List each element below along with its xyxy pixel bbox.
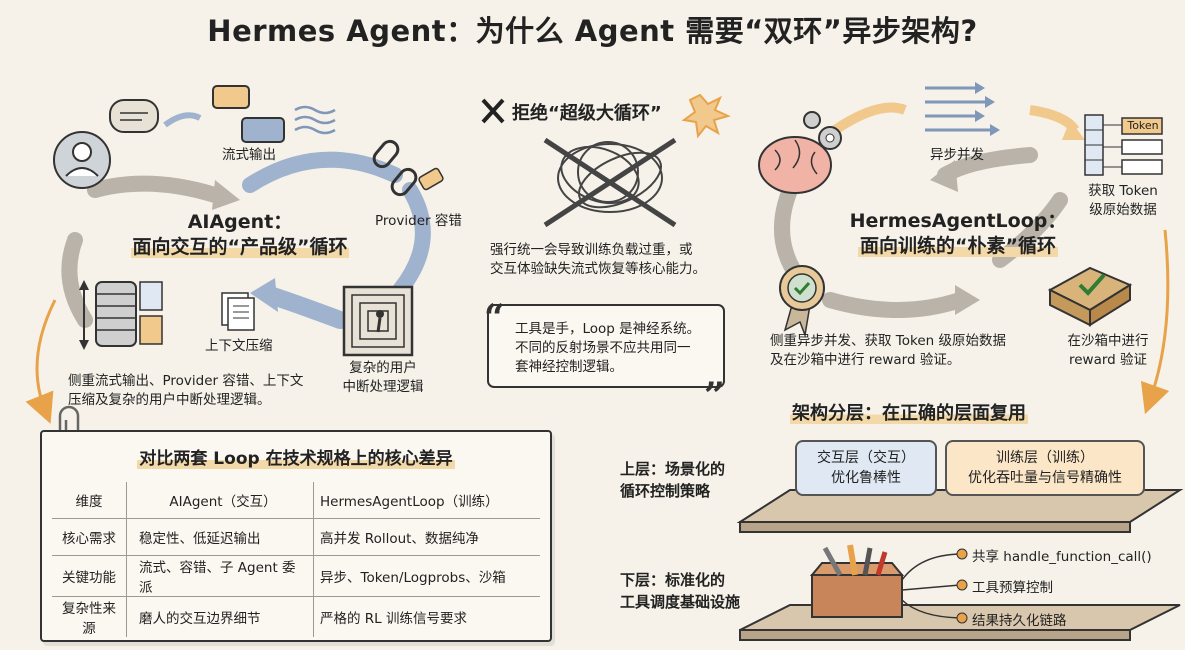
interaction-layer-box: 交互层（交互） 优化鲁棒性 <box>795 440 937 496</box>
lower-layer-label: 下层：标准化的 工具调度基础设施 <box>620 571 741 611</box>
table-cell: 维度 <box>75 494 103 510</box>
quote-text: 工具是手，Loop 是神经系统。 不同的反射场景不应共用同一 套神经控制逻辑。 <box>515 321 701 375</box>
table-row: 关键功能 流式、容错、子 Agent 委派 异步、Token/Logprobs、… <box>52 555 540 597</box>
page-title: Hermes Agent：为什么 Agent 需要“双环”异步架构? <box>207 14 978 48</box>
table-cell: 严格的 RL 训练信号要求 <box>313 596 540 637</box>
left-loop-description: 侧重流式输出、Provider 容错、上下文 压缩及复杂的用户中断处理逻辑。 <box>68 373 304 408</box>
streaming-chat-icon <box>163 85 336 143</box>
spring-compress-icon <box>79 280 163 350</box>
streaming-label: 流式输出 <box>222 147 276 163</box>
right-loop-title: HermesAgentLoop： 面向训练的“朴素”循环 <box>849 210 1067 257</box>
table-cell: HermesAgentLoop（训练） <box>313 482 540 519</box>
reject-title: 拒绝“超级大循环” <box>512 103 662 124</box>
upper-layer-label: 上层：场景化的 循环控制策略 <box>620 460 726 500</box>
svg-text:“: “ <box>484 297 505 339</box>
bullet-shared-handler: 共享 handle_function_call() <box>972 549 1152 565</box>
comparison-title: 对比两套 Loop 在技术规格上的核心差异 <box>137 449 455 469</box>
chat-bubble-icon <box>109 99 159 133</box>
left-loop-title: AIAgent： 面向交互的“产品级”循环 <box>130 211 350 258</box>
table-row: 核心需求 稳定性、低延迟输出 高并发 Rollout、数据纯净 <box>52 518 540 556</box>
token-data-label: 获取 Token 级原始数据 <box>1088 183 1158 218</box>
parallel-arrows-icon <box>925 82 1000 136</box>
right-loop-description: 侧重异步并发、获取 Token 级原始数据 及在沙箱中进行 reward 验证。 <box>770 333 1006 368</box>
interrupt-label: 复杂的用户 中断处理逻辑 <box>342 360 424 395</box>
comparison-card: 对比两套 Loop 在技术规格上的核心差异 维度 AIAgent（交互） Her… <box>40 430 552 642</box>
table-cell: 流式、容错、子 Agent 委派 <box>126 555 314 597</box>
sandbox-icon <box>1047 266 1133 327</box>
layers-title: 架构分层：在正确的层面复用 <box>790 403 1028 424</box>
token-stack-icon <box>1084 114 1163 176</box>
table-cell: 核心需求 <box>52 518 127 556</box>
table-cell: AIAgent（交互） <box>126 482 314 519</box>
training-layer-box: 训练层（训练） 优化吞吐量与信号精确性 <box>945 440 1145 496</box>
upper-shelf <box>736 489 1184 533</box>
burst-icon <box>681 93 731 139</box>
maze-icon <box>342 285 414 357</box>
left-loop-arrows <box>25 151 431 424</box>
table-row: 维度 AIAgent（交互） HermesAgentLoop（训练） <box>52 482 540 519</box>
token-chip-label: Token <box>1127 119 1159 132</box>
bullet-tool-budget: 工具预算控制 <box>972 580 1053 596</box>
svg-text:”: ” <box>704 375 725 417</box>
table-cell: 异步、Token/Logprobs、沙箱 <box>313 555 540 597</box>
table-cell: 稳定性、低延迟输出 <box>126 518 314 556</box>
bullet-connectors <box>901 548 968 624</box>
comparison-table: 维度 AIAgent（交互） HermesAgentLoop（训练） 核心需求 … <box>52 482 540 637</box>
async-label: 异步并发 <box>930 147 984 163</box>
sandbox-label: 在沙箱中进行 reward 验证 <box>1067 333 1149 368</box>
quote-frame: “ ” <box>484 297 725 417</box>
provider-label: Provider 容错 <box>375 213 462 229</box>
user-icon <box>53 131 111 189</box>
table-cell: 高并发 Rollout、数据纯净 <box>313 518 540 556</box>
reject-description: 强行统一会导致训练负载过重，或 交互体验缺失流式恢复等核心能力。 <box>490 242 706 277</box>
bullet-persistence: 结果持久化链路 <box>972 613 1067 629</box>
verified-badge-icon <box>779 265 825 338</box>
toolbox-icon <box>809 544 905 618</box>
broken-chain-icon <box>372 139 444 197</box>
table-cell: 复杂性来源 <box>52 596 127 637</box>
table-cell: 关键功能 <box>52 555 127 597</box>
reject-x-icon <box>481 98 505 124</box>
document-icon <box>221 292 255 331</box>
brain-gear-icon <box>758 111 842 194</box>
table-cell: 磨人的交互边界细节 <box>126 596 314 637</box>
tangled-loop-icon <box>543 137 677 228</box>
context-compress-label: 上下文压缩 <box>205 338 273 354</box>
table-row: 复杂性来源 磨人的交互边界细节 严格的 RL 训练信号要求 <box>52 596 540 637</box>
